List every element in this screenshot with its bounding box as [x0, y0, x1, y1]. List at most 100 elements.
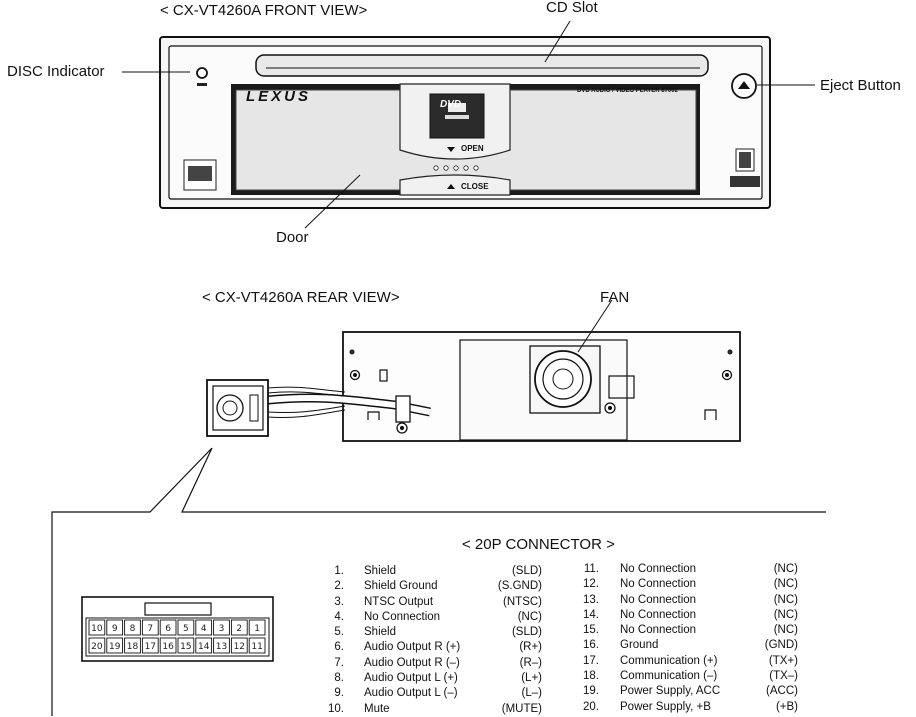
pin-code: (NC): [773, 608, 798, 621]
pin-number: 5.: [334, 626, 344, 639]
pin-code: (MUTE): [501, 702, 542, 715]
pin-name: Audio Output L (–): [364, 687, 458, 700]
pin-cell: [159, 619, 177, 636]
pin-row: 13.No Connection(NC): [572, 593, 798, 608]
door-label: Door: [276, 229, 309, 246]
pin-number: 17.: [583, 654, 599, 667]
pin-cell: [88, 619, 106, 636]
pin-list-right: 11.No Connection(NC)12.No Connection(NC)…: [572, 562, 798, 715]
rear-view-title: < CX-VT4260A REAR VIEW>: [202, 289, 400, 306]
pin-cell: [106, 619, 124, 636]
pin-cell-number: 1: [254, 624, 260, 634]
pin-cell: [230, 619, 248, 636]
model-marking: DVD AUDIO / VIDEO PLAYER 87002: [577, 88, 678, 94]
pin-row: 11.No Connection(NC): [572, 562, 798, 577]
pin-cell-number: 14: [198, 642, 210, 652]
pin-row: 20. Power Supply, +B (+B): [572, 700, 798, 715]
pin-number: 13.: [583, 593, 599, 606]
pin-cell: [124, 619, 141, 636]
pin-cell-number: 15: [180, 642, 191, 652]
disc-indicator-label: DISC Indicator: [7, 63, 105, 80]
pin-row: 16.Ground(GND): [572, 638, 798, 653]
pin-cell-number: 17: [145, 642, 156, 652]
pin-name: Power Supply, ACC: [620, 685, 721, 698]
pin-name: No Connection: [620, 608, 697, 621]
pin-number: 18.: [583, 670, 599, 683]
front-view-title: < CX-VT4260A FRONT VIEW>: [160, 2, 368, 19]
pin-name: No Connection: [620, 624, 697, 637]
pin-number: 20.: [583, 700, 599, 713]
pin-name: Communication (–): [620, 670, 718, 683]
pin-row: 5. Shield (SLD): [326, 625, 544, 640]
pin-cell-number: 3: [219, 624, 225, 634]
pin-cell: [141, 637, 159, 654]
pin-name: No Connection: [620, 578, 697, 591]
front-leader-lines: [122, 20, 815, 229]
pin-cell: [159, 637, 177, 654]
pin-code: (GND): [764, 639, 798, 652]
pin-code: (NTSC): [503, 595, 542, 608]
pin-number: 1.: [334, 565, 344, 577]
pin-name: Communication (+): [620, 654, 718, 667]
pin-row: 1.Shield(SLD): [326, 564, 544, 579]
pin-cell: [248, 619, 266, 636]
pin-number: 12.: [583, 578, 599, 591]
pin-name: No Connection: [620, 563, 697, 575]
pin-code: (SLD): [511, 626, 542, 639]
pin-name: No Connection: [364, 610, 441, 623]
pin-row: 3.NTSC Output(NTSC): [326, 595, 544, 610]
pin-row: 17. Communication (+) (TX+): [572, 654, 798, 669]
pin-cell-number: 11: [251, 642, 262, 652]
pin-cell-number: 16: [162, 642, 174, 652]
pin-cell-number: 7: [147, 624, 153, 634]
cd-slot-label: CD Slot: [546, 0, 598, 16]
pin-cell-number: 9: [112, 624, 118, 634]
front-view-unit: [159, 36, 771, 209]
pin-cell: [141, 619, 159, 636]
pin-cell-number: 6: [165, 624, 171, 634]
cd-slot: [255, 54, 709, 77]
pin-row: 14.No Connection(NC): [572, 608, 798, 623]
pin-code: (NC): [773, 563, 798, 575]
pin-cell-number: 12: [234, 642, 245, 652]
open-marking: OPEN: [461, 144, 484, 153]
pin-row: 4. No Connection (NC): [326, 610, 544, 625]
dvd-logo: DVD: [440, 99, 462, 110]
connector-callout: [51, 447, 826, 716]
pin-number: 4.: [334, 610, 344, 623]
rear-view-unit: [206, 331, 741, 442]
pin-code: (SLD): [511, 565, 542, 577]
pin-cell-number: 2: [236, 624, 242, 634]
pin-code: (NC): [773, 578, 798, 591]
pin-row: 6.Audio Output R (+)(R+): [326, 640, 544, 655]
pin-code: (TX+): [768, 654, 798, 667]
pin-code: (L–): [521, 687, 542, 700]
pin-cell-number: 8: [130, 624, 136, 634]
brand-logo: LEXUS: [246, 88, 312, 105]
pin-cell: [177, 619, 195, 636]
pin-name: Shield Ground: [364, 580, 438, 593]
pin-name: Shield: [364, 626, 396, 639]
pin-code: (TX–): [769, 670, 798, 683]
pin-code: (+B): [775, 700, 798, 713]
close-marking: CLOSE: [461, 182, 489, 191]
pin-cell: [195, 637, 213, 654]
pin-cell: [124, 637, 141, 654]
pin-cell: [195, 619, 213, 636]
pin-cell: [213, 637, 230, 654]
pin-name: Power Supply, +B: [620, 700, 711, 713]
disc-indicator-light: [196, 67, 208, 79]
pin-code: (NC): [517, 610, 542, 623]
pin-code: (R+): [519, 641, 542, 654]
pin-number: 3.: [334, 595, 344, 608]
eject-button-label: Eject Button: [820, 77, 901, 94]
pin-row: 9.Audio Output L (–)(L–): [326, 686, 544, 701]
pin-name: Audio Output L (+): [364, 672, 458, 685]
pin-code: (L+): [521, 672, 542, 685]
pin-number: 15.: [583, 624, 599, 637]
pin-row: 18. Communication (–) (TX–): [572, 669, 798, 684]
pin-name: No Connection: [620, 593, 697, 606]
pin-cell: [213, 619, 230, 636]
